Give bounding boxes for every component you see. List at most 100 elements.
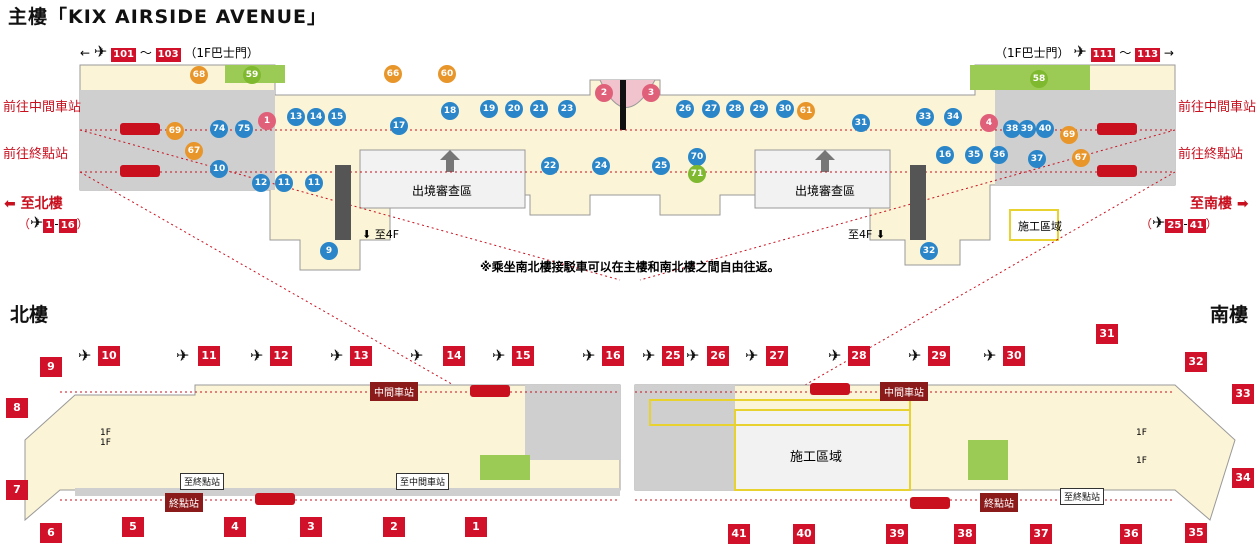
- shop-marker-9[interactable]: 9: [320, 242, 338, 260]
- gate-31[interactable]: 31: [1096, 324, 1118, 344]
- shop-marker-67[interactable]: 67: [185, 142, 203, 160]
- shop-marker-19[interactable]: 19: [480, 100, 498, 118]
- shop-marker-30[interactable]: 30: [776, 100, 794, 118]
- shop-marker-58[interactable]: 58: [1030, 70, 1048, 88]
- shop-marker-28[interactable]: 28: [726, 100, 744, 118]
- gate-35[interactable]: 35: [1185, 523, 1207, 543]
- shop-marker-23[interactable]: 23: [558, 100, 576, 118]
- gate-9[interactable]: 9: [40, 357, 62, 377]
- to-terminal-label: 至終點站: [180, 473, 225, 490]
- gate-36[interactable]: 36: [1120, 524, 1142, 544]
- gate-badge-103: 103: [155, 48, 181, 62]
- shop-marker-33[interactable]: 33: [916, 108, 934, 126]
- shop-marker-69b[interactable]: 69: [1060, 126, 1078, 144]
- gate-33[interactable]: 33: [1232, 384, 1254, 404]
- plane-icon: ✈: [30, 213, 44, 232]
- shop-marker-67b[interactable]: 67: [1072, 149, 1090, 167]
- shop-marker-75[interactable]: 75: [235, 120, 253, 138]
- gate-32[interactable]: 32: [1185, 352, 1207, 372]
- shop-marker-14[interactable]: 14: [307, 108, 325, 126]
- shop-marker-1[interactable]: 1: [258, 112, 276, 130]
- shop-marker-11b[interactable]: 11: [305, 174, 323, 192]
- shop-marker-38[interactable]: 38: [1003, 120, 1021, 138]
- gate-15[interactable]: 15: [512, 346, 534, 366]
- shop-marker-20[interactable]: 20: [505, 100, 523, 118]
- shop-marker-22[interactable]: 22: [541, 157, 559, 175]
- shop-marker-12[interactable]: 12: [252, 174, 270, 192]
- gate-13[interactable]: 13: [350, 346, 372, 366]
- shop-marker-68[interactable]: 68: [190, 66, 208, 84]
- shop-marker-37[interactable]: 37: [1028, 150, 1046, 168]
- gate-5[interactable]: 5: [122, 517, 144, 537]
- gate-4[interactable]: 4: [224, 517, 246, 537]
- to-south-building[interactable]: 至南樓 ➡: [1190, 196, 1249, 212]
- gate-1[interactable]: 1: [465, 517, 487, 537]
- shop-marker-18[interactable]: 18: [441, 102, 459, 120]
- to-4f-right: 至4F ⬇: [848, 228, 886, 241]
- gate-40[interactable]: 40: [793, 524, 815, 544]
- gate-11[interactable]: 11: [198, 346, 220, 366]
- gate-16[interactable]: 16: [602, 346, 624, 366]
- gate-14[interactable]: 14: [443, 346, 465, 366]
- shop-marker-39[interactable]: 39: [1018, 120, 1036, 138]
- shop-marker-32[interactable]: 32: [920, 242, 938, 260]
- green-area: [480, 455, 530, 480]
- to-north-building[interactable]: ⬅ 至北樓: [4, 196, 63, 212]
- gate-28[interactable]: 28: [848, 346, 870, 366]
- shop-marker-36[interactable]: 36: [990, 146, 1008, 164]
- shop-marker-15[interactable]: 15: [328, 108, 346, 126]
- shop-marker-25[interactable]: 25: [652, 157, 670, 175]
- to-terminal-label: 至終點站: [1060, 488, 1105, 505]
- gate-7[interactable]: 7: [6, 480, 28, 500]
- gate-27[interactable]: 27: [766, 346, 788, 366]
- shop-marker-40[interactable]: 40: [1036, 120, 1054, 138]
- gate-34[interactable]: 34: [1232, 468, 1254, 488]
- gate-2[interactable]: 2: [383, 517, 405, 537]
- shop-marker-24[interactable]: 24: [592, 157, 610, 175]
- gate-12[interactable]: 12: [270, 346, 292, 366]
- gate-8[interactable]: 8: [6, 398, 28, 418]
- transit-area-right: [995, 90, 1175, 185]
- shop-marker-2[interactable]: 2: [595, 84, 613, 102]
- right-arrow: →: [1163, 46, 1174, 60]
- gate-38[interactable]: 38: [954, 524, 976, 544]
- shop-marker-59[interactable]: 59: [243, 66, 261, 84]
- shop-marker-31[interactable]: 31: [852, 114, 870, 132]
- gate-3[interactable]: 3: [300, 517, 322, 537]
- shop-marker-74[interactable]: 74: [210, 120, 228, 138]
- shop-marker-3[interactable]: 3: [642, 84, 660, 102]
- arrow-right-icon: ➡: [1236, 196, 1249, 212]
- shop-marker-69[interactable]: 69: [166, 122, 184, 140]
- shop-marker-66[interactable]: 66: [384, 65, 402, 83]
- shop-marker-71[interactable]: 71: [688, 165, 706, 183]
- shop-marker-61[interactable]: 61: [797, 102, 815, 120]
- shop-marker-70[interactable]: 70: [688, 148, 706, 166]
- gate-26[interactable]: 26: [707, 346, 729, 366]
- to-terminal-station-left: 前往終點站: [3, 147, 69, 162]
- shop-marker-27[interactable]: 27: [702, 100, 720, 118]
- gate-39[interactable]: 39: [886, 524, 908, 544]
- shop-marker-29[interactable]: 29: [750, 100, 768, 118]
- gate-29[interactable]: 29: [928, 346, 950, 366]
- shop-marker-17[interactable]: 17: [390, 117, 408, 135]
- gate-badge-111: 111: [1090, 48, 1116, 62]
- plane-icon: ✈: [1073, 42, 1087, 61]
- shop-marker-21[interactable]: 21: [530, 100, 548, 118]
- shop-marker-16[interactable]: 16: [936, 146, 954, 164]
- shop-marker-60[interactable]: 60: [438, 65, 456, 83]
- gate-6[interactable]: 6: [40, 523, 62, 543]
- shuttle-note: ※乘坐南北樓接駁車可以在主樓和南北樓之間自由往返。: [480, 260, 780, 274]
- shop-marker-34[interactable]: 34: [944, 108, 962, 126]
- shop-marker-11[interactable]: 11: [275, 174, 293, 192]
- shop-marker-10[interactable]: 10: [210, 160, 228, 178]
- gate-37[interactable]: 37: [1030, 524, 1052, 544]
- shop-marker-13[interactable]: 13: [287, 108, 305, 126]
- gate-25[interactable]: 25: [662, 346, 684, 366]
- gate-10[interactable]: 10: [98, 346, 120, 366]
- gate-30[interactable]: 30: [1003, 346, 1025, 366]
- shop-marker-26[interactable]: 26: [676, 100, 694, 118]
- shop-marker-4[interactable]: 4: [980, 114, 998, 132]
- shop-marker-35[interactable]: 35: [965, 146, 983, 164]
- plane-icon: ✈: [93, 42, 108, 61]
- gate-41[interactable]: 41: [728, 524, 750, 544]
